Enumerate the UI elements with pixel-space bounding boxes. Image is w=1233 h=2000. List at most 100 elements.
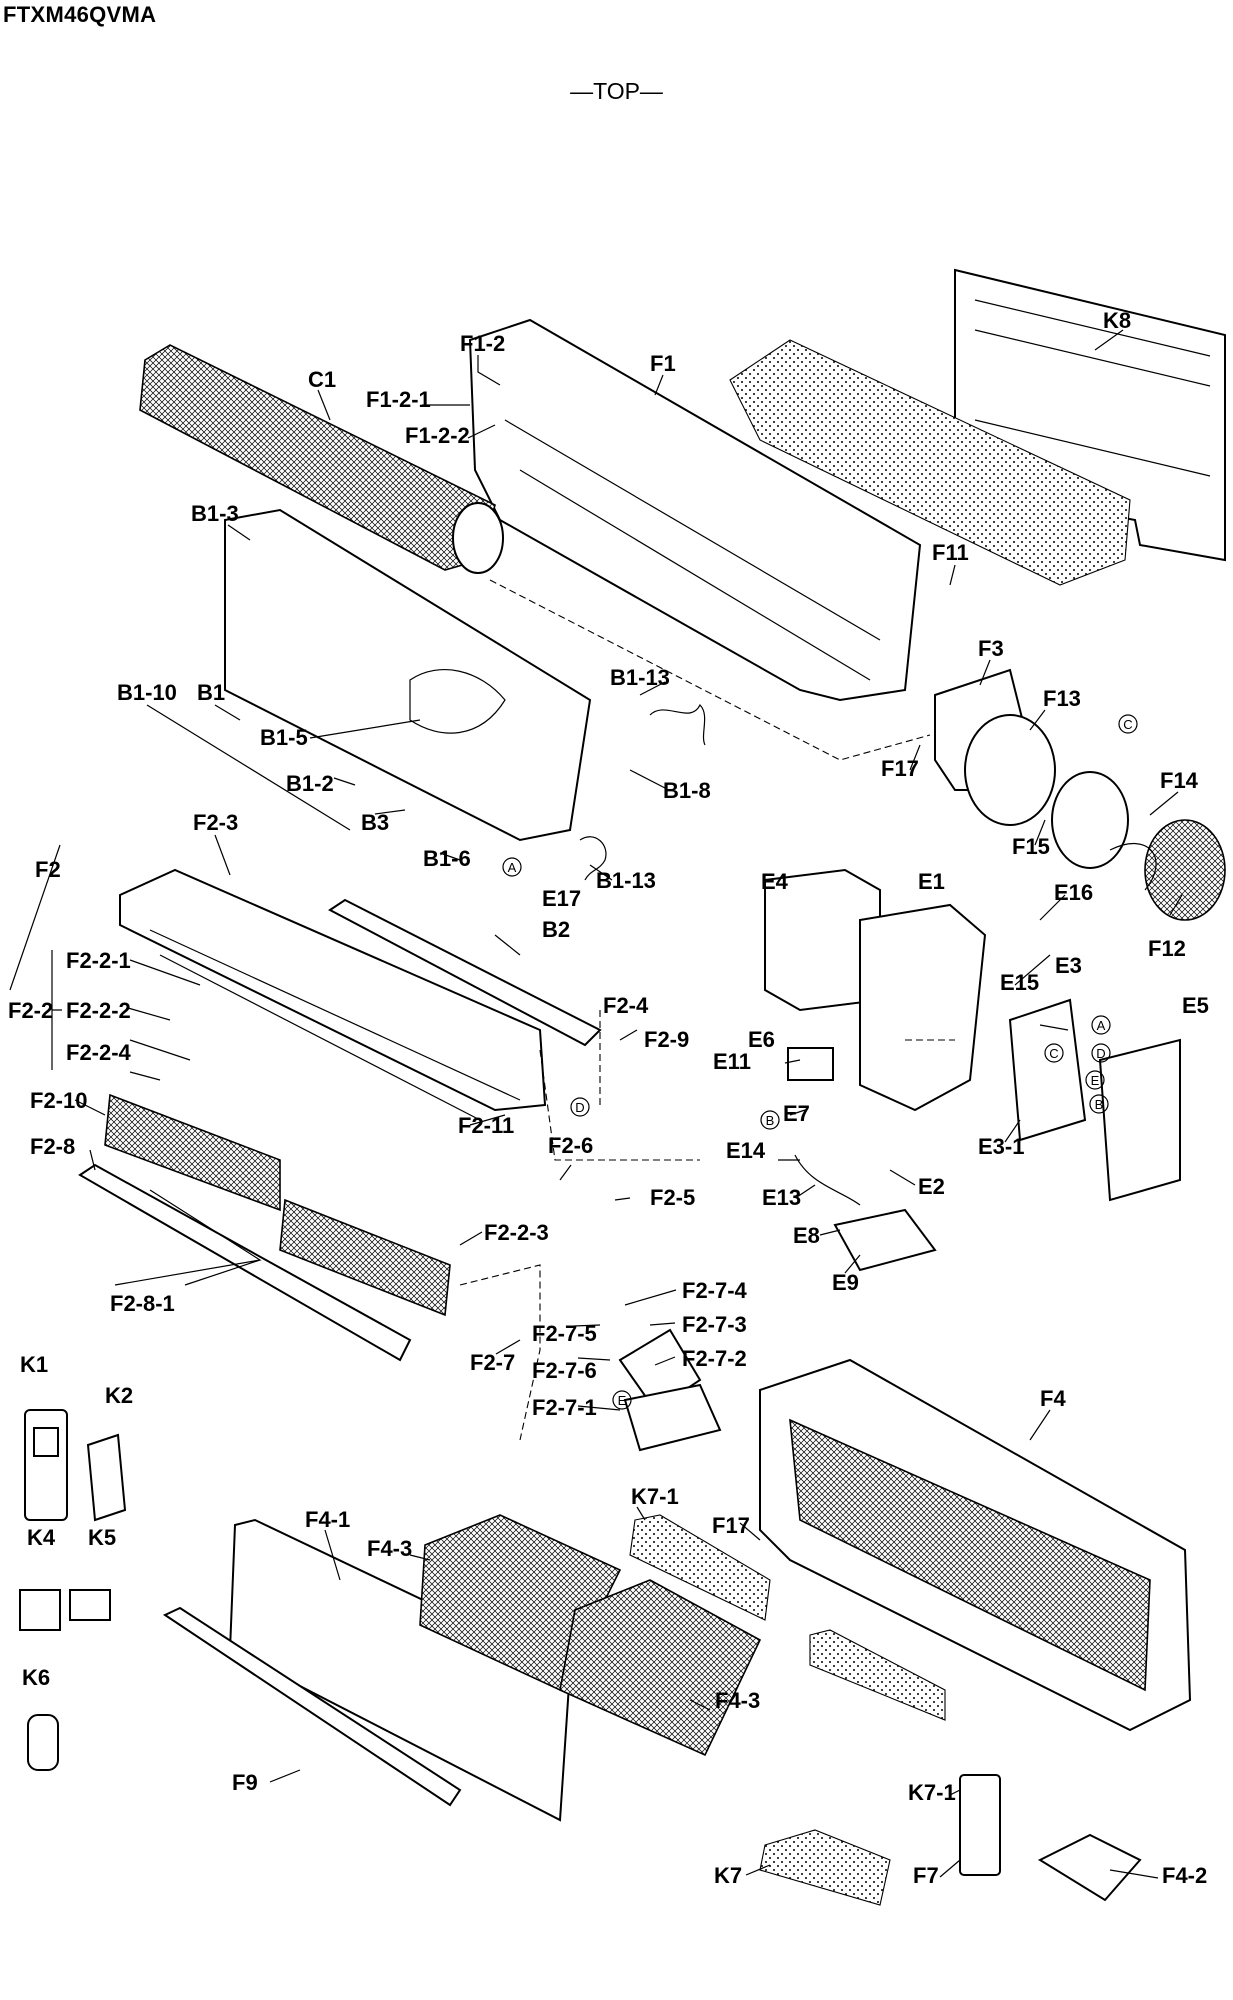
label-K1: K1 bbox=[20, 1352, 48, 1377]
label-F2-4: F2-4 bbox=[603, 993, 649, 1018]
label-B2: B2 bbox=[542, 917, 570, 942]
label-E17: E17 bbox=[542, 886, 581, 911]
label-B1-13-top: B1-13 bbox=[610, 665, 670, 690]
parts-art bbox=[19, 268, 1226, 1906]
svg-text:B: B bbox=[766, 1113, 775, 1128]
label-F2-7: F2-7 bbox=[470, 1350, 515, 1375]
label-E3: E3 bbox=[1055, 953, 1082, 978]
connector-c-e3: C bbox=[1044, 1043, 1064, 1063]
connector-c-fan: C bbox=[1118, 714, 1138, 734]
svg-text:E: E bbox=[618, 1393, 627, 1408]
remote-controller bbox=[24, 1409, 68, 1521]
label-F2-8-1: F2-8-1 bbox=[110, 1291, 175, 1316]
label-F2-8: F2-8 bbox=[30, 1134, 75, 1159]
label-F2-11: F2-11 bbox=[458, 1113, 514, 1138]
label-E14: E14 bbox=[726, 1138, 766, 1163]
label-F2-7-4: F2-7-4 bbox=[682, 1278, 748, 1303]
label-E7: E7 bbox=[783, 1101, 810, 1126]
label-F4: F4 bbox=[1040, 1386, 1066, 1411]
horizontal-louver bbox=[104, 1093, 281, 1212]
label-B3: B3 bbox=[361, 810, 389, 835]
label-E8: E8 bbox=[793, 1223, 820, 1248]
label-F9: F9 bbox=[232, 1770, 258, 1795]
view-title: —TOP— bbox=[570, 78, 663, 104]
label-F2: F2 bbox=[35, 857, 61, 882]
label-F2-2-3: F2-2-3 bbox=[484, 1220, 549, 1245]
connector-d-e3: D bbox=[1091, 1043, 1111, 1063]
label-F2-9: F2-9 bbox=[644, 1027, 689, 1052]
label-E3-1: E3-1 bbox=[978, 1134, 1024, 1159]
label-F2-6: F2-6 bbox=[548, 1133, 593, 1158]
label-F12: F12 bbox=[1148, 936, 1186, 961]
label-K2: K2 bbox=[105, 1383, 133, 1408]
connector-b-e7: B bbox=[760, 1110, 780, 1130]
label-F4-3-right: F4-3 bbox=[715, 1688, 760, 1713]
svg-text:B: B bbox=[1095, 1097, 1104, 1112]
front-decoration-panel bbox=[228, 1518, 572, 1822]
label-F1-2: F1-2 bbox=[460, 331, 505, 356]
label-K6: K6 bbox=[22, 1665, 50, 1690]
label-F2-7-5: F2-7-5 bbox=[532, 1321, 597, 1346]
label-F2-7-2: F2-7-2 bbox=[682, 1346, 747, 1371]
label-F1-2-2: F1-2-2 bbox=[405, 423, 470, 448]
label-E5: E5 bbox=[1182, 993, 1209, 1018]
label-E13: E13 bbox=[762, 1185, 801, 1210]
svg-text:D: D bbox=[575, 1100, 584, 1115]
electrical-box bbox=[859, 903, 987, 1112]
label-F2-5: F2-5 bbox=[650, 1185, 695, 1210]
label-F2-10: F2-10 bbox=[30, 1088, 87, 1113]
label-B1-8: B1-8 bbox=[663, 778, 711, 803]
label-K7-1-top: K7-1 bbox=[631, 1484, 679, 1509]
label-K8: K8 bbox=[1103, 308, 1131, 333]
label-B1-6: B1-6 bbox=[423, 846, 471, 871]
label-F2-7-1: F2-7-1 bbox=[532, 1395, 597, 1420]
label-F4-1: F4-1 bbox=[305, 1507, 350, 1532]
label-F2-7-6: F2-7-6 bbox=[532, 1358, 597, 1383]
svg-text:A: A bbox=[508, 860, 517, 875]
connector-a-e17: A bbox=[502, 857, 522, 877]
deodorizing-filter bbox=[629, 1514, 771, 1621]
connector-e-f2-7: E bbox=[612, 1390, 632, 1410]
label-B1-13-bottom: B1-13 bbox=[596, 868, 656, 893]
label-C1: C1 bbox=[308, 367, 336, 392]
label-F3: F3 bbox=[978, 636, 1004, 661]
remote-holder bbox=[86, 1433, 127, 1522]
label-E6: E6 bbox=[748, 1027, 775, 1052]
connector-b-e3: B bbox=[1089, 1094, 1109, 1114]
svg-text:A: A bbox=[1097, 1018, 1106, 1033]
label-F15: F15 bbox=[1012, 834, 1050, 859]
label-F2-3: F2-3 bbox=[193, 810, 238, 835]
air-filter-right bbox=[559, 1579, 762, 1757]
label-K5: K5 bbox=[88, 1525, 116, 1550]
label-F1-2-1: F1-2-1 bbox=[366, 387, 431, 412]
svg-text:C: C bbox=[1123, 717, 1132, 732]
label-F7: F7 bbox=[913, 1863, 939, 1888]
connector-a-e3: A bbox=[1091, 1015, 1111, 1035]
label-B1-10: B1-10 bbox=[117, 680, 177, 705]
drain-pan bbox=[119, 868, 547, 1112]
svg-text:C: C bbox=[1049, 1046, 1058, 1061]
svg-text:E: E bbox=[1091, 1073, 1100, 1088]
dry-batteries bbox=[19, 1589, 61, 1631]
label-B1: B1 bbox=[197, 680, 225, 705]
bottom-frame bbox=[468, 318, 922, 702]
label-F2-7-3: F2-7-3 bbox=[682, 1312, 747, 1337]
connector-markers: C A A D C E B D B E bbox=[502, 714, 1138, 1410]
label-B1-3: B1-3 bbox=[191, 501, 239, 526]
label-E11: E11 bbox=[713, 1049, 751, 1074]
insulation-tape bbox=[27, 1714, 59, 1771]
model-number: FTXM46QVMA bbox=[3, 2, 157, 27]
label-F2-2-1: F2-2-1 bbox=[66, 948, 131, 973]
label-E1: E1 bbox=[918, 869, 945, 894]
label-E15: E15 bbox=[1000, 970, 1039, 995]
label-B1-5: B1-5 bbox=[260, 725, 308, 750]
label-F17-top: F17 bbox=[881, 756, 919, 781]
connector-e-e3: E bbox=[1085, 1070, 1105, 1090]
label-F2-2-4: F2-2-4 bbox=[66, 1040, 132, 1065]
label-E4: E4 bbox=[761, 869, 789, 894]
label-E9: E9 bbox=[832, 1270, 859, 1295]
leader-lines bbox=[9, 329, 1183, 1879]
svg-text:D: D bbox=[1096, 1046, 1105, 1061]
connector-d-f2: D bbox=[570, 1097, 590, 1117]
